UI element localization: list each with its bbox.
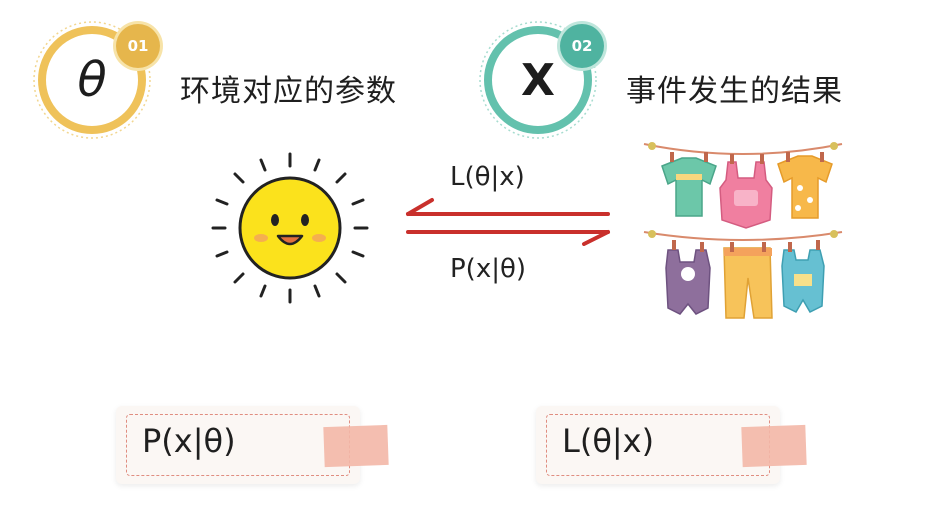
clothesline-icon [643, 142, 843, 319]
parameter-label: 环境对应的参数 [180, 74, 397, 109]
parameter-badge: θ 01 [30, 18, 160, 142]
tape-decoration [741, 424, 807, 468]
likelihood-card-text: L(θ|x) [562, 422, 655, 460]
probability-card: P(x|θ) [116, 406, 389, 484]
theta-symbol: θ [77, 52, 107, 108]
probability-label: P(x|θ) [450, 254, 527, 284]
badge-number-02: 02 [560, 24, 604, 68]
outcome-label: 事件发生的结果 [626, 74, 843, 109]
sun-icon [211, 152, 369, 304]
likelihood-card: L(θ|x) [536, 406, 807, 484]
badge-number-01: 01 [116, 24, 160, 68]
bidirectional-arrows-icon [406, 198, 610, 246]
outcome-badge: X 02 [476, 18, 604, 142]
tape-decoration [323, 424, 389, 468]
probability-card-text: P(x|θ) [142, 422, 236, 460]
likelihood-label: L(θ|x) [450, 162, 525, 192]
x-symbol: X [521, 54, 555, 106]
